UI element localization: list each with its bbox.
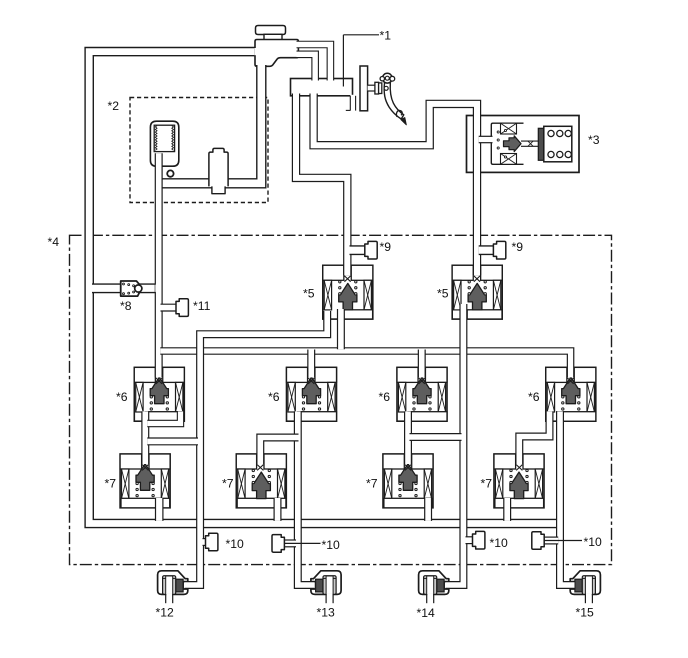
- svg-text:*8: *8: [120, 299, 132, 313]
- svg-text:*7: *7: [481, 477, 493, 491]
- svg-text:*6: *6: [268, 390, 280, 404]
- svg-text:*14: *14: [417, 606, 436, 620]
- svg-text:*10: *10: [322, 538, 341, 552]
- svg-text:*9: *9: [512, 240, 524, 254]
- svg-text:*2: *2: [108, 99, 120, 113]
- svg-text:*13: *13: [317, 606, 336, 620]
- svg-text:*6: *6: [116, 390, 128, 404]
- svg-text:*15: *15: [576, 606, 595, 620]
- svg-text:*6: *6: [379, 390, 391, 404]
- svg-text:*7: *7: [105, 477, 117, 491]
- svg-text:*10: *10: [584, 535, 603, 549]
- svg-text:*10: *10: [226, 537, 245, 551]
- svg-text:*11: *11: [193, 299, 211, 313]
- svg-text:*3: *3: [588, 133, 600, 147]
- svg-text:*5: *5: [303, 287, 315, 301]
- svg-text:*5: *5: [437, 287, 449, 301]
- svg-text:*4: *4: [48, 235, 60, 249]
- svg-text:*7: *7: [366, 477, 378, 491]
- svg-text:*12: *12: [156, 606, 175, 620]
- svg-text:*6: *6: [528, 390, 540, 404]
- svg-text:*7: *7: [222, 477, 234, 491]
- svg-text:*10: *10: [490, 536, 509, 550]
- svg-text:*1: *1: [380, 29, 392, 43]
- svg-text:*9: *9: [380, 240, 392, 254]
